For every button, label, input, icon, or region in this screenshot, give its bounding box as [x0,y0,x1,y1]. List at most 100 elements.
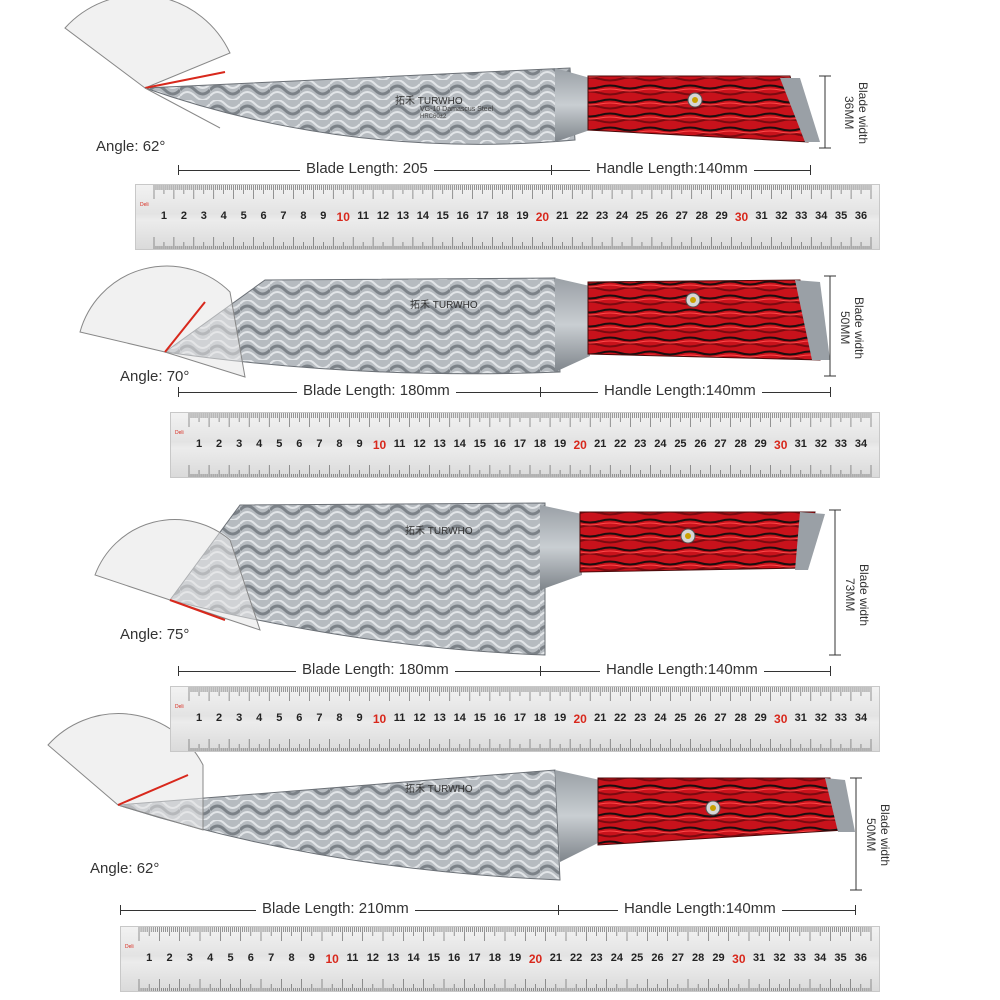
handle-length-4: Handle Length:140mm [618,900,782,917]
ruler-number: 31 [794,712,807,724]
ruler-number: 9 [320,210,327,222]
ruler-number: 31 [755,210,768,222]
ruler-number: 32 [773,952,786,964]
handle-length-3: Handle Length:140mm [600,661,764,678]
ruler-number: 8 [288,952,295,964]
ruler-number: 4 [207,952,214,964]
ruler-number: 13 [396,210,410,222]
ruler-ticks [138,927,872,991]
ruler-number: 8 [336,438,343,450]
ruler-number: 13 [387,952,400,964]
ruler-number: 20 [535,210,550,224]
knife-2 [163,277,830,375]
steel-mark: VG-10 Damascus Steel [420,106,494,113]
ruler-number: 24 [615,210,629,222]
ruler-number: 26 [694,712,707,724]
ruler-number: 2 [216,712,223,724]
ruler-number: 16 [456,210,469,222]
ruler-number: 14 [416,210,429,222]
handle-length-1: Handle Length:140mm [590,160,754,177]
ruler-number: 11 [357,210,369,222]
ruler-number: 24 [610,952,623,964]
ruler-number: 7 [316,712,323,724]
ruler-number: 28 [734,438,747,450]
ruler-number: 23 [590,952,603,964]
ruler-number: 23 [596,210,609,222]
ruler-number: 22 [576,210,589,222]
ruler-number: 20 [573,712,587,726]
ruler-number: 27 [675,210,688,222]
ruler-number: 31 [794,438,807,450]
ruler-number: 22 [570,952,583,964]
ruler-number: 28 [692,952,705,964]
hrc-mark: HRC60±2 [420,114,447,120]
ruler-number: 30 [774,438,788,452]
ruler-number: 12 [413,438,426,450]
ruler-number: 20 [573,438,587,452]
ruler-ticks [188,687,872,751]
knife-1 [144,67,820,145]
ruler-number: 16 [448,952,461,964]
angle-label-2: Angle: 70° [120,368,190,385]
width-markers [819,75,862,891]
ruler-number: 7 [316,438,323,450]
ruler-number: 6 [296,712,303,724]
ruler-number: 17 [476,210,489,222]
ruler-number: 14 [407,952,420,964]
ruler-number: 12 [366,952,379,964]
ruler-brand: Deli [175,430,184,436]
ruler-number: 1 [195,438,203,450]
ruler-number: 21 [549,952,562,964]
ruler-number: 9 [356,712,363,724]
ruler-number: 8 [336,712,343,724]
ruler-number: 3 [236,438,243,450]
ruler-number: 18 [533,438,547,450]
protractor-3 [94,519,261,631]
handle-1 [587,75,809,143]
blade-length-2: Blade Length: 180mm [297,382,456,399]
ruler-number: 16 [493,438,507,450]
ruler-number: 29 [715,210,728,222]
ruler-number: 6 [260,210,267,222]
ruler-number: 30 [732,952,746,966]
ruler-number: 2 [216,438,223,450]
ruler-ticks [153,185,872,249]
ruler-number: 1 [160,210,168,222]
ruler-number: 33 [793,952,806,964]
ruler-number: 30 [774,712,788,726]
ruler-number: 24 [654,438,667,450]
ruler-brand: Deli [125,944,134,950]
ruler-number: 11 [393,438,406,450]
ruler-number: 25 [631,952,644,964]
ruler-number: 15 [436,210,449,222]
protractor-1 [64,0,231,129]
ruler-number: 28 [695,210,708,222]
ruler-number: 22 [614,438,627,450]
ruler-number: 24 [654,712,667,724]
ruler-number: 13 [433,712,446,724]
ruler-number: 5 [276,438,283,450]
brand-name: TURWHO [427,526,473,537]
ruler-number: 14 [453,438,466,450]
ruler-brand: Deli [175,704,184,710]
ruler-number: 30 [734,210,749,224]
brand-mark-1: 拓禾 TURWHO [395,92,463,107]
ruler-number: 5 [227,952,234,964]
ruler-number: 11 [346,952,359,964]
ruler-number: 15 [473,438,486,450]
ruler-number: 9 [356,438,363,450]
brand-mark-3: 拓禾 TURWHO [405,522,473,537]
brand-glyphs: 拓禾 [410,300,430,311]
handle-3 [579,511,816,573]
brand-name: TURWHO [417,96,463,107]
ruler-number: 8 [300,210,307,222]
ruler-number: 2 [180,210,187,222]
ruler-number: 4 [256,438,263,450]
brand-mark-2: 拓禾 TURWHO [410,296,478,311]
ruler-number: 29 [754,438,767,450]
ruler-number: 7 [268,952,275,964]
